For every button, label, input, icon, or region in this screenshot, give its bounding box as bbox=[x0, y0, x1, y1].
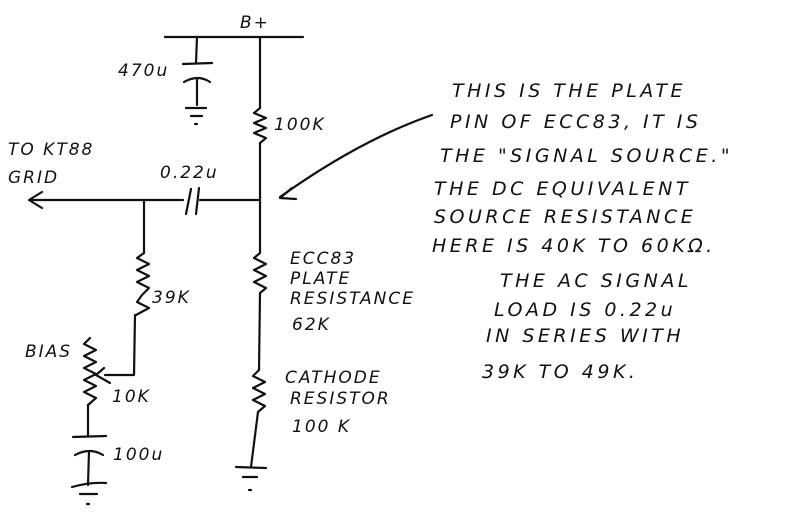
tube-label-line3: RESISTANCE bbox=[290, 289, 415, 309]
output-label-line1: TO KT88 bbox=[8, 140, 94, 160]
bias-cap-label: 100u bbox=[113, 445, 164, 465]
grid-resistor-label: 39K bbox=[152, 288, 191, 308]
annotation-line: SOURCE RESISTANCE bbox=[434, 206, 696, 228]
annotation-arrow-line bbox=[278, 113, 434, 199]
annotation-line: THE AC SIGNAL bbox=[500, 270, 692, 292]
tube-plate-resistance bbox=[252, 251, 268, 295]
output-label-line2: GRID bbox=[8, 168, 59, 188]
tube-label-line1: ECC83 bbox=[290, 249, 356, 269]
annotation-line: THIS IS THE PLATE bbox=[452, 80, 686, 102]
cathode-label-line2: RESISTOR bbox=[290, 389, 391, 409]
coupling-cap-label: 0.22u bbox=[160, 163, 219, 183]
annotation-line: IN SERIES WITH bbox=[486, 325, 684, 347]
coupling-capacitor bbox=[184, 186, 201, 216]
annotation-line: THE "SIGNAL SOURCE." bbox=[440, 145, 733, 167]
cathode-wire bbox=[257, 291, 262, 372]
cathode-resistor bbox=[251, 368, 267, 414]
bias-capacitor bbox=[70, 434, 108, 506]
supply-bypass-capacitor bbox=[181, 35, 214, 126]
annotation-line: HERE IS 40K TO 60KΩ. bbox=[432, 235, 716, 257]
annotation-line: PIN OF ECC83, IT IS bbox=[450, 111, 701, 133]
cathode-resistor-value: 100 K bbox=[292, 417, 351, 437]
tube-label-line2: PLATE bbox=[290, 269, 351, 289]
annotation-arrow-head-icon bbox=[278, 186, 298, 201]
annotation-line: 39K TO 49K. bbox=[482, 361, 638, 383]
wiper-wire bbox=[103, 313, 137, 377]
bias-pot-value-label: 10K bbox=[112, 387, 151, 407]
b-plus-label: B+ bbox=[240, 13, 270, 33]
ground-icon bbox=[234, 465, 268, 492]
plate-load-resistor-label: 100K bbox=[274, 115, 326, 135]
cathode-label-line1: CATHODE bbox=[285, 368, 382, 388]
plate-load-resistor bbox=[252, 106, 268, 145]
bias-potentiometer bbox=[82, 336, 98, 407]
output-arrow-icon bbox=[27, 190, 44, 210]
annotation-line: THE DC EQUIVALENT bbox=[434, 178, 691, 200]
bias-pot-label: BIAS bbox=[25, 342, 72, 362]
supply-bypass-cap-label: 470u bbox=[118, 61, 169, 81]
annotation-text: THIS IS THE PLATE PIN OF ECC83, IT IS TH… bbox=[432, 80, 733, 383]
pot-wiper-arrow-icon bbox=[94, 366, 112, 385]
grid-resistor bbox=[134, 251, 151, 317]
ground-wire bbox=[249, 410, 260, 469]
annotation-line: LOAD IS 0.22u bbox=[494, 299, 676, 321]
tube-resistance-value: 62K bbox=[292, 315, 331, 335]
